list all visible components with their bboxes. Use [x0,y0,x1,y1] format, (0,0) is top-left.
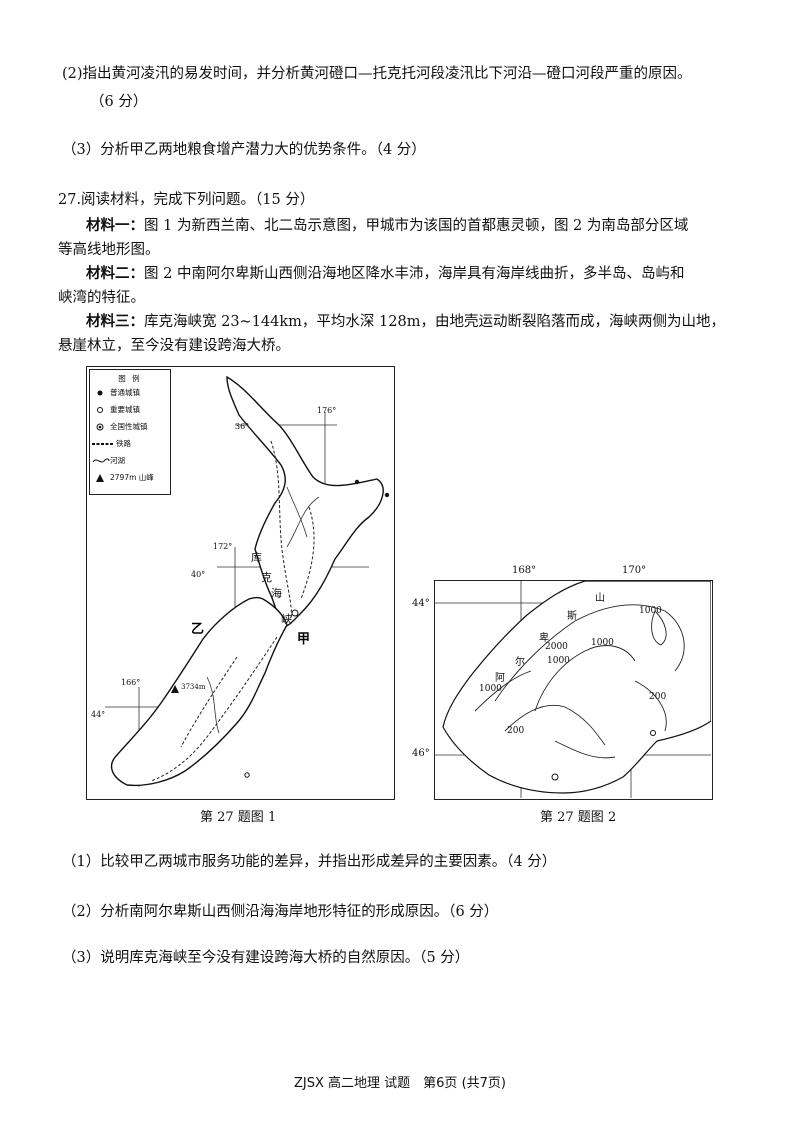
q27-1: （1）比较甲乙两城市服务功能的差异，并指出形成差异的主要因素。（4 分） [62,854,557,870]
town-marker [244,772,250,778]
q2-line1: (2)指出黄河凌汛的易发时间，并分析黄河磴口—托克托河段凌汛比下河沿—磴口河段严… [62,66,692,82]
q27-2: （2）分析南阿尔卑斯山西侧沿海海岸地形特征的形成原因。（6 分） [62,904,499,920]
range-char: 山 [595,592,605,604]
legend-item: 重要城镇 [90,401,170,418]
contour-label: 1000 [479,684,502,694]
map2-label-lat46: 46° [412,748,430,759]
material3-text-a: 库克海峡宽 23~144km，平均水深 128m，由地壳运动断裂陷落而成，海峡两… [144,314,725,330]
contour-label: 1000 [639,606,662,616]
label-peak: 3734m [181,683,206,691]
material1-line1: 材料一：图 1 为新西兰南、北二岛示意图，甲城市为该国的首都惠灵顿，图 2 为南… [86,216,688,236]
map-legend: 图 例 普通城镇 重要城镇 全国性城镇 铁路 河湖 2797m 山峰 [89,369,171,495]
material3-text-b: 悬崖林立，至今没有建设跨海大桥。 [58,338,290,354]
legend-label: 河湖 [110,456,125,465]
label-lon166: 166° [121,678,140,687]
contour-label: 1000 [591,638,614,648]
contour-map: 168° 44° 46° 1000 2000 1000 1000 1000 20… [435,581,711,798]
strait-char-4: 峡 [281,612,292,626]
legend-label: 2797m 山峰 [110,473,154,482]
figure1-caption: 第 27 题图 1 [200,810,277,825]
legend-item: 普通城镇 [90,384,170,401]
material2-line1: 材料二：图 2 中南阿尔卑斯山西侧沿海地区降水丰沛，海岸具有海岸线曲折，多半岛、… [86,264,684,284]
page-footer: ZJSX 高二地理 试题 第6页 (共7页) [294,1076,506,1091]
peak-marker [171,685,179,693]
legend-label: 铁路 [116,439,131,448]
q3-text: （3）分析甲乙两地粮食增产潜力大的优势条件。（4 分） [62,142,426,158]
range-char: 斯 [567,609,577,622]
range-char: 阿 [495,672,505,684]
new-zealand-map: 36° 176° 172° 40° 166° 44° 3734m 库 克 海 峡… [91,375,390,787]
legend-label: 普通城镇 [110,388,140,397]
map2-label-lon170: 170° [622,565,647,576]
legend-item: 全国性城镇 [90,418,170,435]
label-lon176: 176° [317,406,336,415]
legend-item: 铁路 [90,435,170,452]
legend-label: 全国性城镇 [110,422,148,431]
legend-label: 重要城镇 [110,405,140,414]
label-lat36: 36° [235,422,249,431]
range-char: 卑 [539,631,549,644]
contour-label: 200 [649,692,666,702]
material1-text-b: 等高线地形图。 [58,242,160,258]
material1-label: 材料一： [86,217,144,234]
figure2-caption: 第 27 题图 2 [540,810,617,825]
material2-label: 材料二： [86,265,144,282]
city-jia: 甲 [297,632,310,647]
label-lon172: 172° [213,542,232,551]
map-figure2: 168° 44° 46° 1000 2000 1000 1000 1000 20… [434,580,713,800]
map2-label-lon168: 168° [512,565,537,576]
contour-label: 2000 [545,642,568,652]
material3-line1: 材料三：库克海峡宽 23~144km，平均水深 128m，由地壳运动断裂陷落而成… [86,312,725,332]
q2-line2: （6 分） [90,94,148,110]
material2-text-a: 图 2 中南阿尔卑斯山西侧沿海地区降水丰沛，海岸具有海岸线曲折，多半岛、岛屿和 [144,266,685,282]
q27-heading: 27.阅读材料，完成下列问题。（15 分） [58,192,315,208]
strait-char-2: 克 [261,571,272,584]
strait-char-3: 海 [271,586,282,600]
material2-text-b: 峡湾的特征。 [58,290,145,306]
strait-char-1: 库 [251,551,262,564]
range-char: 尔 [515,655,525,668]
legend-title: 图 例 [118,374,142,383]
label-lat44: 44° [91,710,105,719]
label-lat40: 40° [191,570,205,579]
contour-label: 200 [507,726,524,736]
q27-3: （3）说明库克海峡至今没有建设跨海大桥的自然原因。（5 分） [62,950,470,966]
contour-label: 1000 [547,656,570,666]
town-marker [354,479,360,485]
map2-label-lat44: 44° [412,598,430,609]
legend-item: 2797m 山峰 [90,469,170,486]
material1-text-a: 图 1 为新西兰南、北二岛示意图，甲城市为该国的首都惠灵顿，图 2 为南岛部分区… [144,218,689,234]
legend-item: 河湖 [90,452,170,469]
material3-label: 材料三： [86,313,144,330]
map-figure1: 36° 176° 172° 40° 166° 44° 3734m 库 克 海 峡… [86,366,395,800]
city-yi: 乙 [191,622,204,637]
capital-marker [291,609,299,617]
town-marker [384,492,390,498]
